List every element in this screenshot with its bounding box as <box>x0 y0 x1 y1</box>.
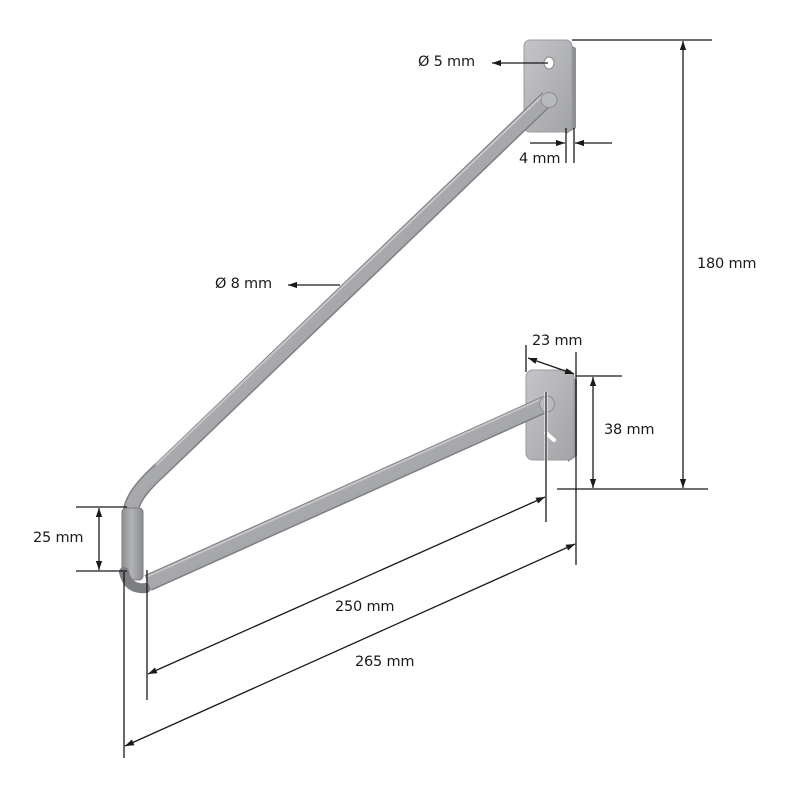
hole-diameter-label: Ø 5 mm <box>418 54 475 70</box>
total-height-label: 180 mm <box>697 256 757 272</box>
upper-diagonal-rod <box>123 92 558 513</box>
vertical-drop-segment <box>119 507 151 594</box>
inner-length-arrow <box>147 496 546 675</box>
plate-width-arrow <box>527 357 575 375</box>
total-length-label: 265 mm <box>355 654 415 670</box>
plate-width-label: 23 mm <box>532 333 583 349</box>
plate-height-label: 38 mm <box>604 422 655 438</box>
end-drop-label: 25 mm <box>33 530 84 546</box>
total-length-arrow <box>124 543 576 747</box>
plate-thickness-label: 4 mm <box>519 151 561 167</box>
inner-length-label: 250 mm <box>335 599 395 615</box>
rod-diameter-label: Ø 8 mm <box>215 276 272 292</box>
dimension-lines <box>76 39 712 758</box>
